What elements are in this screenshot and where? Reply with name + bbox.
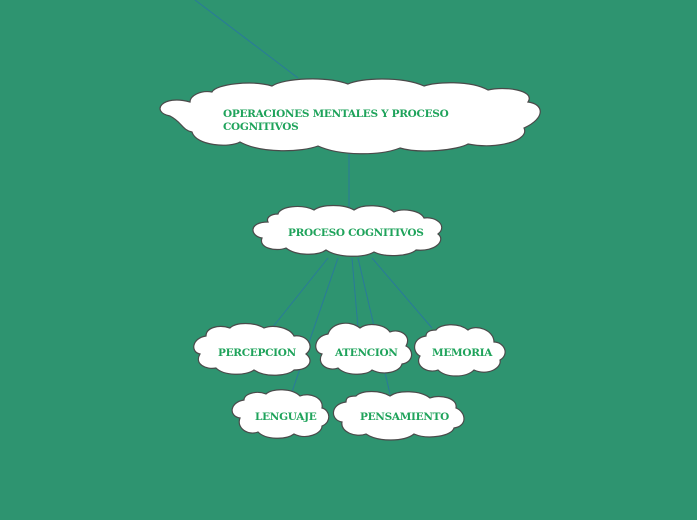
root-node-label: OPERACIONES MENTALES Y PROCESO COGNITIVO…: [223, 108, 449, 133]
cloud-atencion[interactable]: [315, 322, 413, 375]
memoria-node-label: MEMORIA: [432, 347, 493, 359]
atencion-node-label: ATENCION: [335, 347, 398, 359]
pensamiento-node-label: PENSAMIENTO: [360, 411, 450, 423]
cloud-percepcion[interactable]: [193, 322, 311, 376]
center-node-label: PROCESO COGNITIVOS: [288, 227, 424, 239]
connector-center-to-atencion: [351, 257, 359, 329]
cloud-memoria[interactable]: [414, 324, 506, 377]
cloud-pensamiento[interactable]: [332, 390, 465, 441]
lenguaje-node-label: LENGUAJE: [255, 411, 317, 423]
cloud-center[interactable]: [252, 204, 443, 257]
connector-center-to-percepcion: [271, 257, 329, 329]
cloud-root[interactable]: [159, 78, 541, 155]
cloud-lenguaje[interactable]: [231, 389, 330, 439]
percepcion-node-label: PERCEPCION: [218, 347, 296, 359]
connector-center-to-lenguaje: [291, 257, 339, 393]
connector-center-to-memoria: [371, 257, 433, 329]
connector-offscreen-to-root: [194, 0, 299, 79]
